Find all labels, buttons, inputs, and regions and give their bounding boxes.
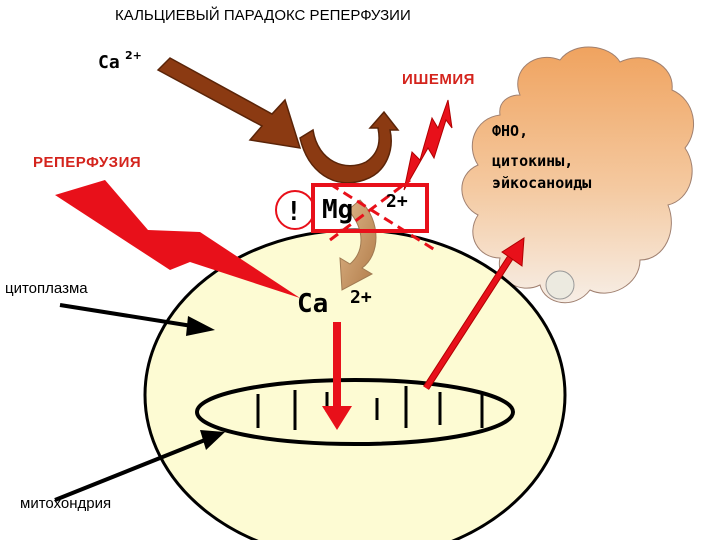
ca-inner-symbol: Ca xyxy=(297,289,328,319)
cloud-line-1: ФНО, xyxy=(492,122,528,140)
ca-inner-charge: 2+ xyxy=(350,287,372,308)
mitochondrion xyxy=(197,380,513,444)
mg-symbol: Mg xyxy=(322,195,353,225)
ischemia-label: ИШЕМИЯ xyxy=(402,71,475,88)
ca-influx-arrow xyxy=(158,58,300,148)
ca-top-charge: 2+ xyxy=(125,49,142,62)
reperfusion-lightning xyxy=(55,180,300,298)
diagram-title: КАЛЬЦИЕВЫЙ ПАРАДОКС РЕПЕРФУЗИИ xyxy=(115,6,411,24)
mg-charge: 2+ xyxy=(386,191,408,212)
curved-brown-arrow xyxy=(300,112,398,183)
ca-top-symbol: Ca xyxy=(98,52,120,73)
reperfusion-label: РЕПЕРФУЗИЯ xyxy=(33,154,141,171)
cloud-line-2: цитокины, xyxy=(492,152,573,170)
cytoplasm-label: цитоплазма xyxy=(5,280,88,297)
ischemia-lightning xyxy=(404,100,452,190)
mitochondria-label: митохондрия xyxy=(20,495,111,512)
exclamation-mark: ! xyxy=(286,197,302,227)
cloud-line-3: эйкосаноиды xyxy=(492,174,591,192)
